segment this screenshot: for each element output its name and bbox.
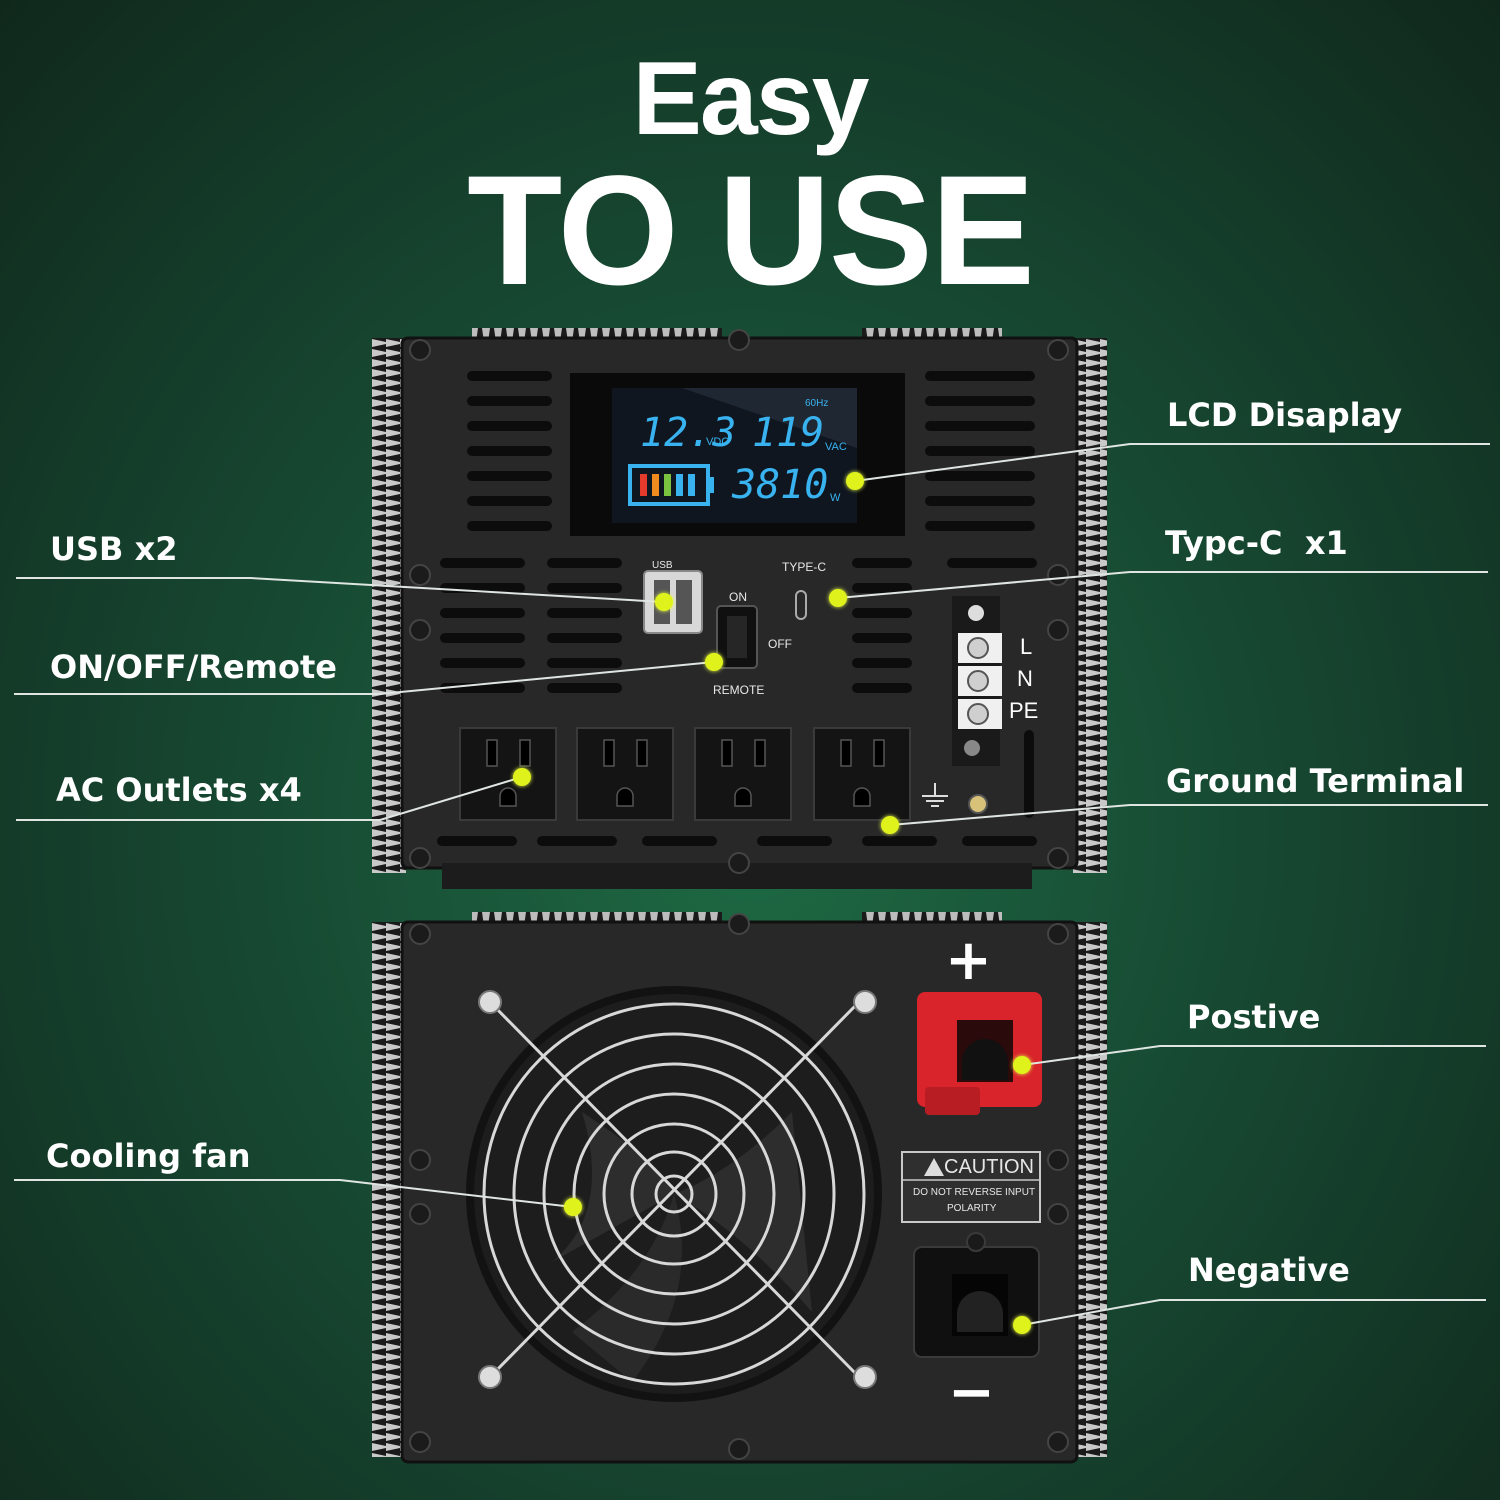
dot-ac bbox=[513, 768, 531, 786]
terminal-L: L bbox=[1020, 634, 1033, 659]
dot-typec bbox=[829, 589, 847, 607]
callout-cooling-fan: Cooling fan bbox=[46, 1137, 251, 1175]
lcd-watts-value: 3810 bbox=[732, 462, 829, 508]
callout-ac-outlets: AC Outlets x4 bbox=[56, 771, 302, 809]
terminal-PE: PE bbox=[1009, 698, 1039, 723]
usb-tag: USB bbox=[652, 560, 673, 571]
lcd-vac-value: 119 bbox=[752, 410, 825, 456]
positive-sign: + bbox=[945, 928, 992, 993]
headline-to-use: TO USE bbox=[467, 144, 1035, 318]
typec-tag: TYPE-C bbox=[782, 560, 827, 574]
lcd-vdc-value: 12.3 bbox=[640, 410, 737, 456]
dot-negative bbox=[1013, 1316, 1031, 1334]
callout-ground-terminal: Ground Terminal bbox=[1166, 762, 1465, 800]
switch-remote-label: REMOTE bbox=[713, 683, 765, 697]
caution-line-1: DO NOT REVERSE INPUT bbox=[913, 1187, 1036, 1198]
dot-onoff bbox=[705, 653, 723, 671]
headline-easy: Easy bbox=[632, 41, 870, 157]
switch-on-label: ON bbox=[729, 590, 747, 604]
front-inverter-panel bbox=[372, 328, 1107, 889]
callout-negative: Negative bbox=[1188, 1251, 1350, 1289]
negative-sign: − bbox=[948, 1360, 995, 1425]
dot-usb bbox=[655, 593, 673, 611]
lcd-vac-unit: VAC bbox=[825, 441, 847, 453]
dot-ground bbox=[881, 816, 899, 834]
callout-usb: USB x2 bbox=[50, 530, 178, 568]
dot-cooling bbox=[564, 1198, 582, 1216]
terminal-N: N bbox=[1017, 666, 1033, 691]
callout-typec: Typc-C x1 bbox=[1165, 524, 1348, 562]
caution-line-2: POLARITY bbox=[947, 1203, 997, 1214]
callout-lcd-display: LCD Disaplay bbox=[1167, 396, 1403, 434]
dot-positive bbox=[1013, 1056, 1031, 1074]
callout-onoff-remote: ON/OFF/Remote bbox=[50, 648, 337, 686]
switch-off-label: OFF bbox=[768, 637, 792, 651]
lcd-watts-unit: W bbox=[830, 492, 841, 504]
rear-inverter-panel bbox=[372, 912, 1107, 1464]
caution-title: CAUTION bbox=[944, 1156, 1034, 1178]
callout-positive: Postive bbox=[1187, 998, 1321, 1036]
dot-lcd bbox=[846, 472, 864, 490]
lcd-freq: 60Hz bbox=[805, 398, 829, 409]
lcd-vdc-unit: VDC bbox=[706, 436, 730, 448]
